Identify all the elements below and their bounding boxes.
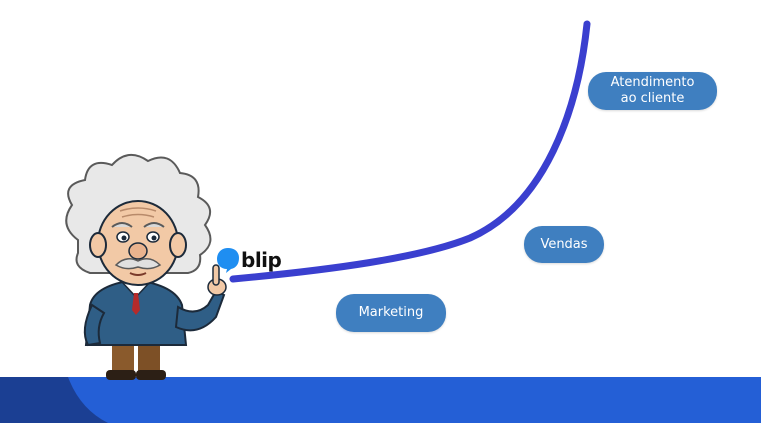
blip-logo-text: blip bbox=[241, 248, 282, 272]
stage-label-marketing: Marketing bbox=[358, 305, 424, 320]
stage-pill-vendas: Vendas bbox=[524, 226, 604, 263]
blip-logo: blip bbox=[216, 245, 282, 275]
bottom-band bbox=[0, 377, 761, 423]
einstein-illustration bbox=[65, 154, 227, 380]
stage-label-atendimento-line2: ao cliente bbox=[620, 91, 685, 106]
speech-bubble-icon bbox=[217, 248, 239, 273]
stage-label-vendas: Vendas bbox=[540, 236, 588, 252]
stage-pill-marketing: Marketing bbox=[336, 294, 446, 332]
stage-pill-atendimento: Atendimento ao cliente bbox=[588, 72, 717, 110]
stage-label-atendimento-line1: Atendimento bbox=[610, 75, 695, 90]
